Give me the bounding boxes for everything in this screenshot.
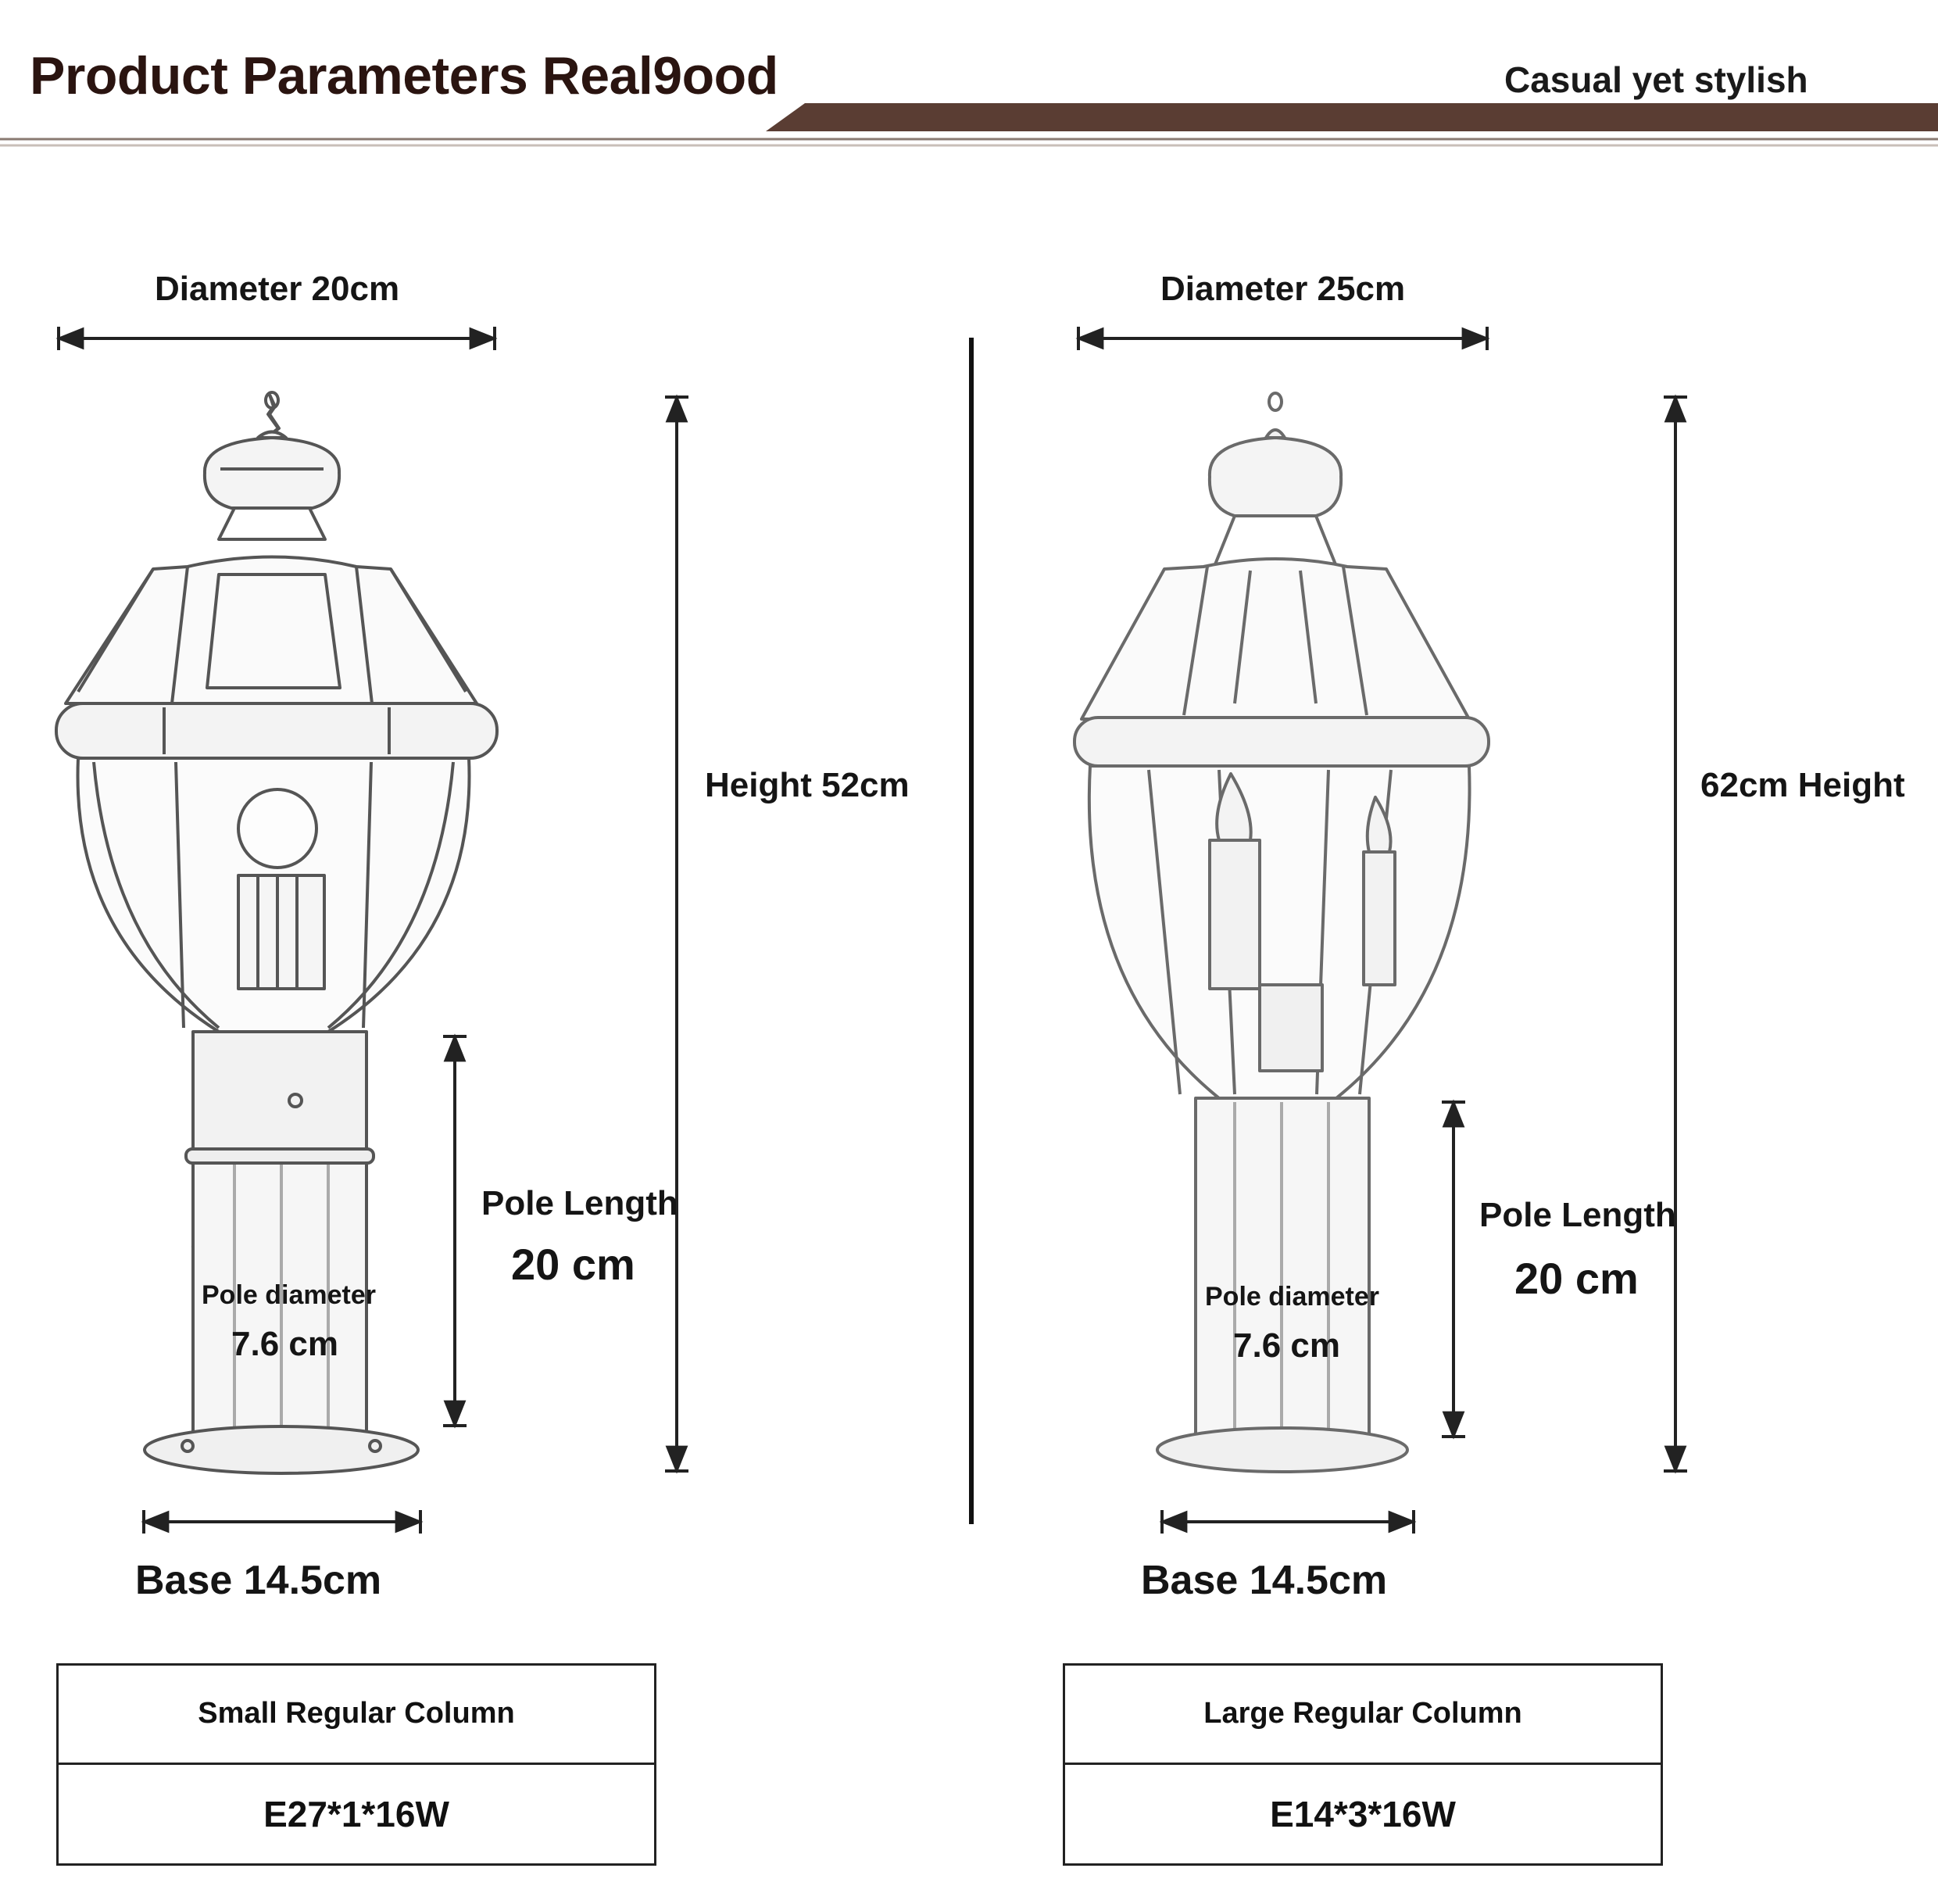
left-pole-diameter-label: Pole diameter: [202, 1280, 376, 1310]
right-pole-diameter-value: 7.6 cm: [1233, 1326, 1340, 1365]
small-column-name: Small Regular Column: [59, 1666, 654, 1765]
large-column-spec-table: Large Regular Column E14*3*16W: [1063, 1663, 1663, 1866]
right-height-label: 62cm Height: [1700, 766, 1905, 804]
left-height-label: Height 52cm: [705, 766, 910, 804]
right-diameter-label: Diameter 25cm: [1160, 270, 1406, 308]
large-lamp-illustration: [1073, 392, 1490, 1473]
right-pole-length-label: Pole Length: [1479, 1196, 1676, 1234]
left-height-arrow: [665, 394, 688, 1474]
small-column-bulb: E27*1*16W: [263, 1793, 449, 1834]
left-diameter-arrow: [55, 327, 498, 350]
left-pole-diameter-value: 7.6 cm: [231, 1325, 338, 1363]
right-height-arrow: [1664, 394, 1687, 1474]
large-column-name: Large Regular Column: [1065, 1666, 1661, 1765]
small-column-spec-table: Small Regular Column E27*1*16W: [56, 1663, 656, 1866]
header-band: [0, 103, 1938, 147]
tagline: Casual yet stylish: [1504, 59, 1808, 100]
large-column-bulb: E14*3*16W: [1270, 1793, 1456, 1834]
right-pole-diameter-label: Pole diameter: [1205, 1282, 1379, 1312]
left-pole-length-label: Pole Length: [481, 1184, 678, 1222]
left-pole-length-value: 20 cm: [511, 1240, 635, 1289]
right-diameter-arrow: [1075, 327, 1490, 350]
small-lamp-illustration: [55, 391, 499, 1475]
right-pole-length-arrow: [1442, 1099, 1465, 1440]
right-base-label: Base 14.5cm: [1141, 1558, 1388, 1603]
right-base-arrow: [1159, 1510, 1417, 1534]
right-pole-length-value: 20 cm: [1514, 1254, 1639, 1303]
page-title: Product Parameters Real9ood: [30, 46, 778, 106]
left-base-arrow: [141, 1510, 424, 1534]
left-pole-length-arrow: [443, 1033, 467, 1429]
left-base-label: Base 14.5cm: [135, 1558, 382, 1603]
left-diameter-label: Diameter 20cm: [155, 270, 400, 308]
